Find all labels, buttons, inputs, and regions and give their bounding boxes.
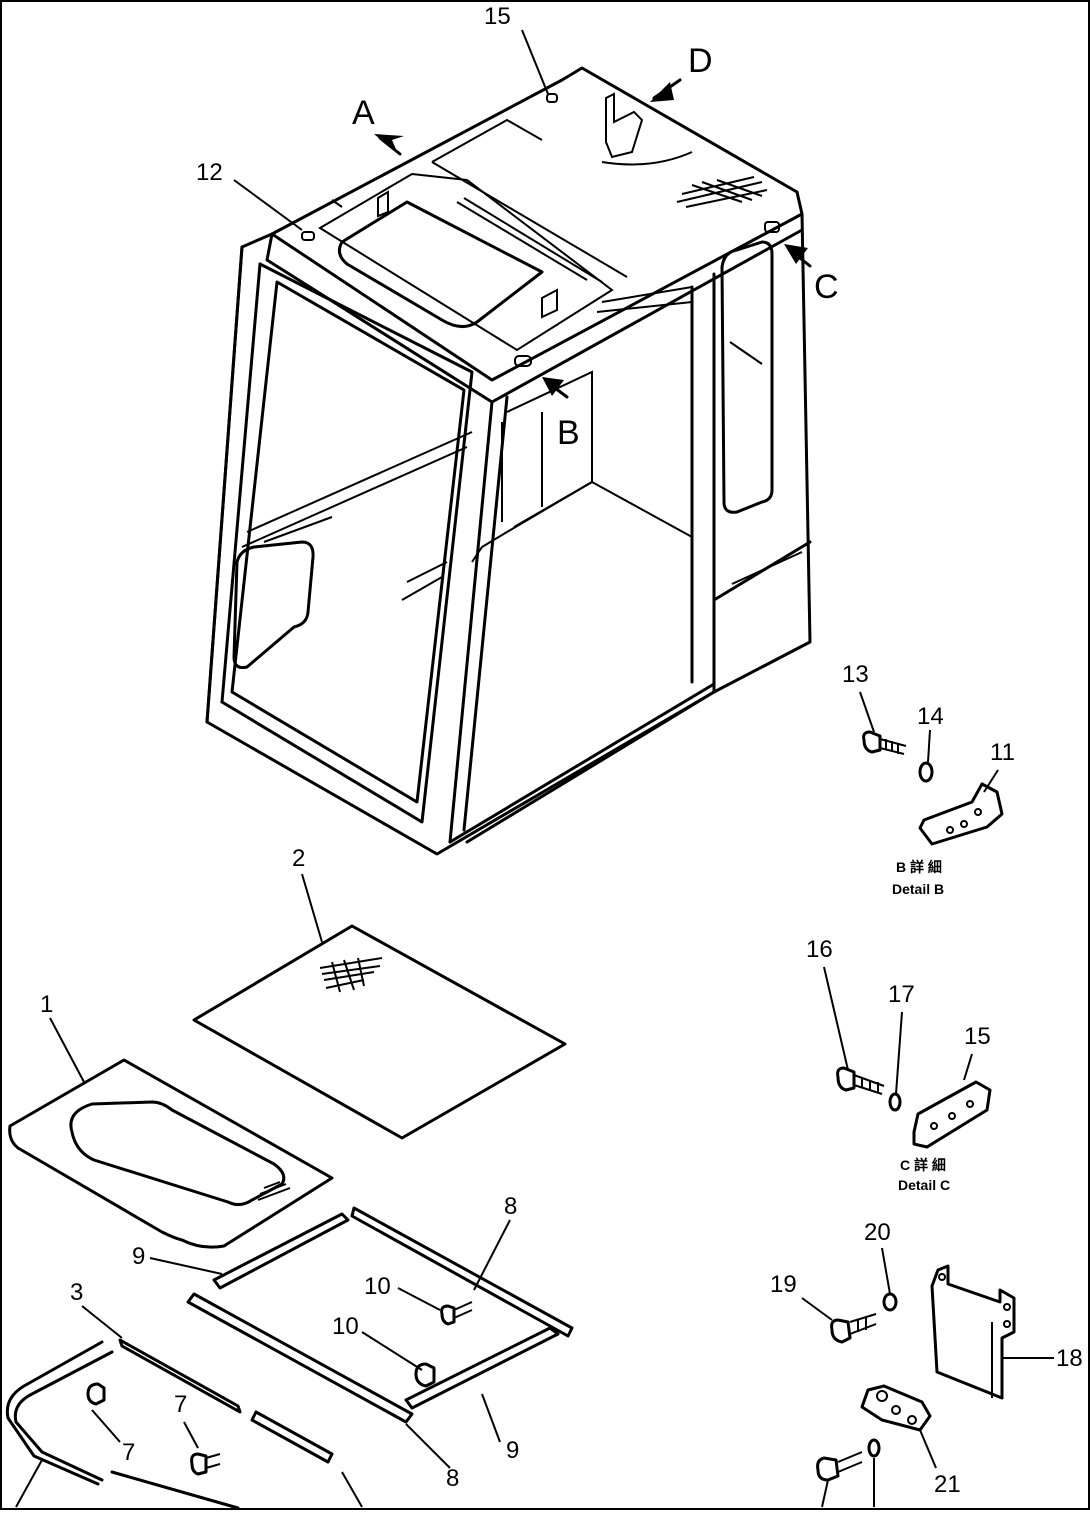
view-arrow-c: C xyxy=(784,244,839,306)
callout-3: 3 xyxy=(70,1279,83,1306)
callout-10-mid: 10 xyxy=(332,1313,359,1340)
part-3-7-frame: 3 7 7 xyxy=(5,1279,363,1510)
clip-15 xyxy=(546,93,558,103)
part-2-panel: 2 xyxy=(192,845,567,1140)
bracket-18-group: 20 19 18 21 xyxy=(770,1219,1083,1508)
detail-b-label: Detail B xyxy=(892,881,944,897)
leader-15 xyxy=(521,29,549,95)
clip-c xyxy=(764,221,780,233)
part-8-9-frame: 8 9 10 10 8 9 xyxy=(132,1193,574,1492)
callout-14: 14 xyxy=(917,703,944,730)
roof-mesh xyxy=(676,176,768,208)
callout-16: 16 xyxy=(806,936,833,963)
callout-10-top: 10 xyxy=(364,1273,391,1300)
callout-18: 18 xyxy=(1056,1345,1083,1372)
callout-15-top: 15 xyxy=(484,3,511,30)
callout-13: 13 xyxy=(842,661,869,688)
callout-19: 19 xyxy=(770,1271,797,1298)
detail-c-native: C 詳 細 xyxy=(900,1157,946,1173)
callout-9-top: 9 xyxy=(132,1243,145,1270)
view-arrow-b-label: B xyxy=(557,414,580,452)
part-1-panel: 1 xyxy=(8,991,334,1249)
callout-21: 21 xyxy=(934,1471,961,1498)
detail-c-label: Detail C xyxy=(898,1177,950,1193)
callout-9-bottom: 9 xyxy=(506,1437,519,1464)
callout-17: 17 xyxy=(888,981,915,1008)
callout-7-mid: 7 xyxy=(174,1391,187,1418)
view-arrow-b: B xyxy=(542,377,580,452)
clip-12 xyxy=(301,231,315,241)
callout-12: 12 xyxy=(196,159,223,186)
callout-15-detail: 15 xyxy=(964,1023,991,1050)
leader-12 xyxy=(233,179,303,231)
cab-frame xyxy=(205,66,812,856)
view-arrow-a: A xyxy=(352,94,404,156)
callout-20: 20 xyxy=(864,1219,891,1246)
detail-b: 13 14 11 B 詳 細 Detail B xyxy=(842,661,1015,897)
detail-c: 16 17 15 C 詳 細 Detail C xyxy=(806,936,992,1193)
callout-8-bottom: 8 xyxy=(446,1465,459,1492)
callout-7-left: 7 xyxy=(122,1439,135,1466)
callout-2: 2 xyxy=(292,845,305,872)
callout-11: 11 xyxy=(990,739,1015,766)
detail-b-native: B 詳 細 xyxy=(896,859,942,875)
view-arrow-c-label: C xyxy=(814,268,839,306)
view-arrow-d-label: D xyxy=(688,42,713,80)
view-arrow-d: D xyxy=(650,42,713,102)
view-arrow-a-label: A xyxy=(352,94,375,132)
callout-1: 1 xyxy=(40,991,53,1018)
clip-b xyxy=(514,355,532,367)
callout-8-top: 8 xyxy=(504,1193,517,1220)
